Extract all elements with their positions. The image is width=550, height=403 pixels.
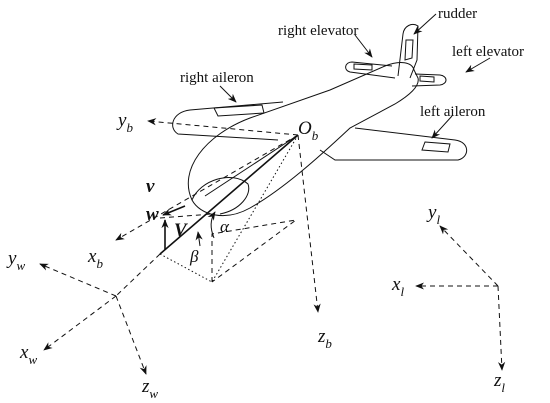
x-b-label: xb [87,246,103,271]
V-label: V [174,220,188,241]
leaders [219,13,491,139]
y-l-axis [439,225,499,287]
rudder-label: rudder [438,6,477,22]
v-arrow [162,205,186,216]
z-l-label: zl [493,370,505,395]
x-w-label: xw [19,342,37,367]
origin-label: Ob [298,118,319,143]
right-elevator-surface [345,61,396,79]
z-w-label: zw [141,376,158,401]
alpha-arc [207,211,216,239]
velocity-vector [159,134,299,255]
alpha-label: α [220,217,230,236]
z-l-axis [497,285,506,371]
right-aileron-surface [213,104,265,117]
right-elevator-leader [354,34,373,58]
z-b-axis [297,134,321,313]
v-label: v [146,176,155,197]
projection-base [159,253,213,283]
body-frame [115,118,321,313]
local-frame [415,225,506,371]
z-b-label: zb [317,326,332,351]
left-aileron-label: left aileron [420,104,486,120]
w-label: w [146,204,159,225]
beta-label: β [189,247,199,266]
z-w-axis [115,295,147,375]
x-b-axis [115,134,299,241]
left-aileron-leader [431,115,453,139]
left-elevator-label: left elevator [452,44,524,60]
aircraft [172,23,468,216]
right-aileron-label: right aileron [180,70,254,86]
x-l-label: xl [391,274,404,299]
y-b-label: yb [116,110,133,135]
right-aileron-leader [219,85,237,103]
left-elevator-flap [419,75,435,83]
velocity-construction [115,134,299,297]
symbol-labels: Ob yb xb zb v w V α β yw xw zw yl xl zl [6,110,505,401]
x-w-axis [43,295,117,351]
wind-frame [39,263,147,375]
fuselage [187,62,419,216]
projection-line [211,134,299,283]
right-wing [172,101,284,141]
right-elevator-label: right elevator [278,23,358,39]
y-w-label: yw [6,248,25,273]
y-l-label: yl [426,202,440,227]
right-elevator-flap [353,63,373,71]
left-elevator-surface [411,73,447,87]
left-aileron-surface [421,141,451,153]
rudder-leader [413,13,437,35]
y-w-axis [39,263,117,297]
wind-link [115,253,161,297]
nose-ring [191,176,250,215]
alpha-ray [204,134,299,197]
left-elevator-leader [465,57,491,73]
part-labels: rudder right elevator left elevator righ… [180,6,524,120]
projection-box [211,219,297,283]
rudder-surface [404,39,414,61]
left-wing [319,127,468,161]
y-b-axis [147,118,299,136]
beta-arrow [195,231,203,247]
